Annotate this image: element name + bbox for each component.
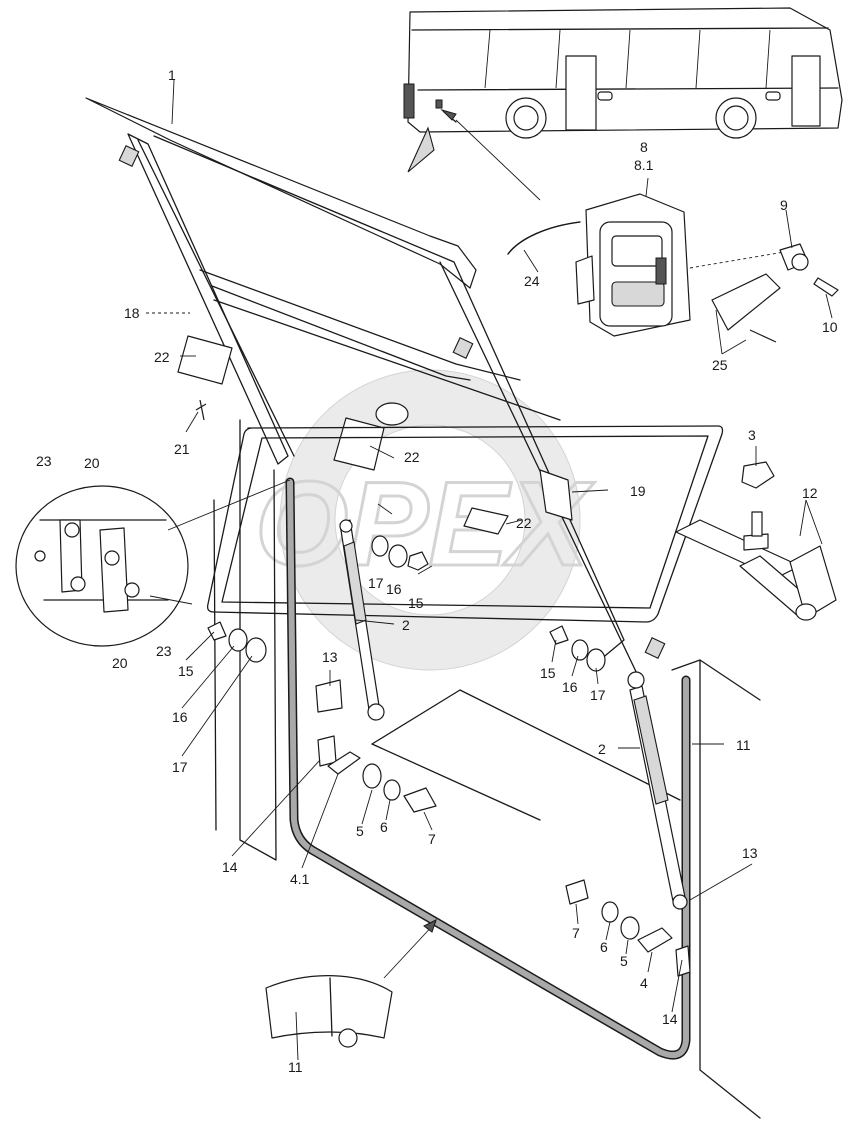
callout-14-right: 14: [662, 1011, 678, 1027]
callout-13-left: 13: [322, 649, 338, 665]
callout-6-right: 6: [600, 939, 608, 955]
callout-22-b: 22: [404, 449, 420, 465]
callout-21: 21: [174, 441, 190, 457]
callout-17-upper: 17: [368, 575, 384, 591]
door-seal: [265, 477, 691, 1060]
callout-22-a: 22: [154, 349, 170, 365]
callout-3: 3: [748, 427, 756, 443]
callout-2-left: 2: [402, 617, 410, 633]
bracket-left: [315, 679, 437, 813]
callout-4: 4: [640, 975, 648, 991]
callout-labels: 1 2 2 3 4 4.1 5 5 6 6 7 7 8 8.1 9 10 11 …: [36, 67, 838, 1075]
lock-gasket-plate: [711, 273, 781, 331]
callout-15-left: 15: [178, 663, 194, 679]
callout-23-bottom: 23: [156, 643, 172, 659]
gas-strut-left: [339, 519, 385, 721]
callout-20-bottom: 20: [112, 655, 128, 671]
hinge-detail-circle: [15, 479, 291, 647]
callout-16-upper: 16: [386, 581, 402, 597]
callout-12: 12: [802, 485, 818, 501]
callout-7-right: 7: [572, 925, 580, 941]
callout-20-top: 20: [84, 455, 100, 471]
callout-14-left: 14: [222, 859, 238, 875]
hinge-19: [539, 469, 573, 521]
callout-11-bottom: 11: [288, 1059, 303, 1075]
callout-9: 9: [780, 197, 788, 213]
hatch-door-panel: [85, 97, 666, 681]
bracket-right: [565, 879, 691, 977]
callout-4-1: 4.1: [290, 871, 310, 887]
callout-17-left: 17: [172, 759, 188, 775]
callout-1: 1: [168, 67, 176, 83]
callout-23-top: 23: [36, 453, 52, 469]
callout-16-left: 16: [172, 709, 188, 725]
pad-22-a: [177, 335, 233, 385]
callout-6-left: 6: [380, 819, 388, 835]
callout-7-left: 7: [428, 831, 436, 847]
callout-8: 8: [640, 139, 648, 155]
latch-handle: [675, 461, 837, 621]
location-arrow: [407, 126, 435, 173]
hardware-stack-upper: [371, 535, 429, 571]
callout-18: 18: [124, 305, 140, 321]
callout-5-right: 5: [620, 953, 628, 969]
callout-25: 25: [712, 357, 728, 373]
pad-22-b: [333, 417, 385, 471]
callout-15-upper: 15: [408, 595, 424, 611]
callout-8-1: 8.1: [634, 157, 654, 173]
gas-strut-right: [627, 671, 688, 910]
callout-22-c: 22: [516, 515, 532, 531]
callout-5-left: 5: [356, 823, 364, 839]
callout-16-right: 16: [562, 679, 578, 695]
hardware-stack-right: [549, 625, 606, 672]
pad-22-c: [463, 507, 509, 535]
bus-overview: [403, 7, 843, 201]
callout-24: 24: [524, 273, 540, 289]
leader-lines: [146, 79, 833, 1061]
callout-11-right: 11: [736, 737, 751, 753]
lock-assembly: [507, 193, 839, 343]
hardware-stack-left: [207, 621, 267, 663]
callout-10: 10: [822, 319, 838, 335]
seal-profile-detail: [265, 975, 393, 1039]
callout-17-right: 17: [590, 687, 606, 703]
callout-2-right: 2: [598, 741, 606, 757]
callout-19: 19: [630, 483, 646, 499]
callout-15-right: 15: [540, 665, 556, 681]
callout-13-right: 13: [742, 845, 758, 861]
